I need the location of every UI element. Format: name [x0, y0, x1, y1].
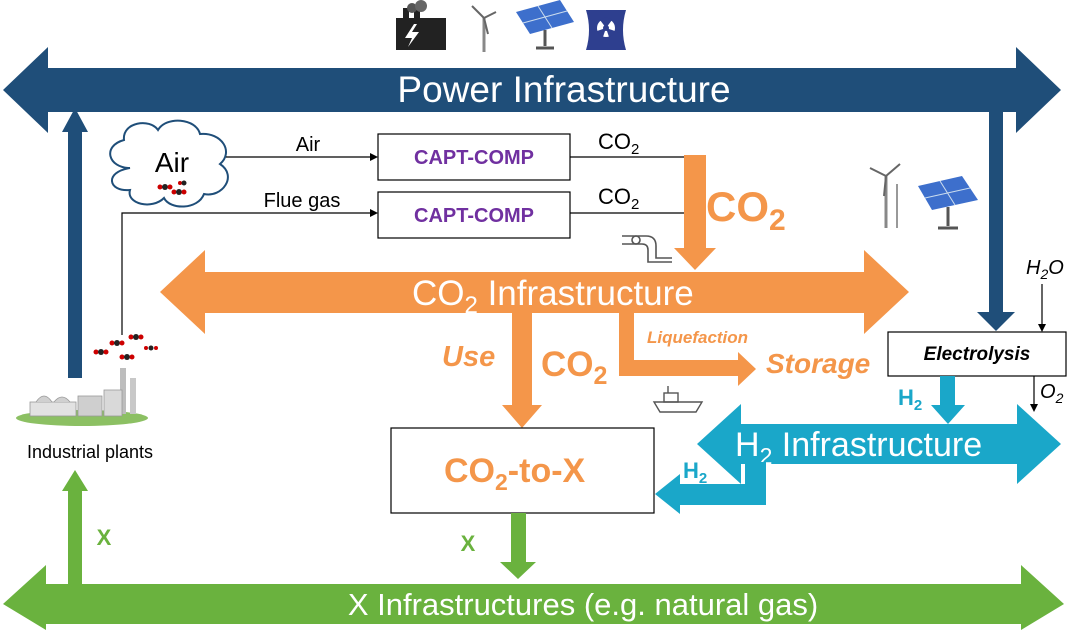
co2-capture-arrow [674, 155, 716, 270]
o2-label: O2 [1040, 381, 1064, 406]
coal-plant-icon [396, 0, 446, 50]
air-flow-arrowhead [370, 153, 378, 161]
x-in-label: X [97, 525, 112, 550]
industrial-plants-label: Industrial plants [27, 442, 153, 462]
capt-comp-label-1: CAPT-COMP [414, 147, 534, 169]
h2o-arrowhead [1038, 324, 1046, 332]
power-label: Power Infrastructure [397, 69, 730, 110]
h2-to-co2x-arrow [655, 462, 766, 514]
x-to-industry-arrow [62, 470, 88, 588]
co2-to-x-box [390, 427, 655, 514]
flue-gas-label: Flue gas [264, 190, 341, 212]
co2-infrastructure-label: CO2 Infrastructure [412, 274, 694, 319]
co2-use-label: CO2 [541, 345, 607, 390]
co2-out-label-1: CO2 [598, 129, 639, 158]
electrolysis-box [887, 331, 1067, 377]
h2-infrastructure-label: H2 Infrastructure [735, 426, 982, 469]
co2-use-arrow [502, 313, 542, 428]
flue-gas-line [121, 212, 370, 335]
capt-comp-box-1 [377, 133, 571, 181]
h2o-label: H2O [1026, 257, 1064, 282]
pipeline-icon [622, 235, 672, 263]
storage-label: Storage [766, 348, 870, 379]
h2-out-label: H2 [898, 385, 922, 414]
co2-storage-arrow [619, 313, 756, 386]
power-infrastructure: Power Infrastructure [3, 47, 1061, 378]
solar-panel-icon [918, 176, 978, 230]
liquefaction-label: Liquefaction [647, 328, 748, 347]
factory-icon [16, 368, 148, 426]
x-infrastructure-arrow [3, 565, 1064, 630]
air-flow-label: Air [296, 134, 321, 156]
nuclear-plant-icon [586, 10, 626, 50]
h2-in-label: H2 [683, 458, 707, 487]
power-up-arrow [62, 108, 88, 378]
wind-turbine-icon [869, 163, 901, 228]
power-arrow [3, 47, 1061, 133]
capt-comp-label-2: CAPT-COMP [414, 205, 534, 227]
use-label: Use [442, 341, 495, 373]
x-out-arrow [500, 513, 536, 579]
o2-arrowhead [1030, 404, 1038, 412]
capt-comp-box-2 [377, 191, 571, 239]
co2-to-x-label: CO2-to-X [444, 452, 586, 495]
wind-turbine-icon [471, 5, 497, 52]
co2-molecules-icon [157, 180, 187, 195]
solar-panel-icon [516, 0, 574, 50]
electrolysis-label: Electrolysis [924, 344, 1031, 365]
co2-capture-label: CO2 [706, 183, 786, 237]
co2-molecules-icon [93, 334, 158, 360]
ship-icon [652, 386, 704, 413]
co2-infrastructure-arrow [160, 250, 909, 334]
flue-gas-arrowhead [370, 209, 378, 217]
co2-out-label-2: CO2 [598, 184, 639, 213]
h2-electrolysis-arrow [931, 376, 965, 424]
x-out-label: X [461, 531, 476, 556]
h2-infrastructure-arrow [697, 404, 1061, 484]
x-infrastructure-label: X Infrastructures (e.g. natural gas) [348, 587, 818, 622]
air-cloud: Air [109, 119, 229, 208]
air-cloud-label: Air [155, 147, 189, 178]
power-down-arrow [977, 112, 1015, 331]
